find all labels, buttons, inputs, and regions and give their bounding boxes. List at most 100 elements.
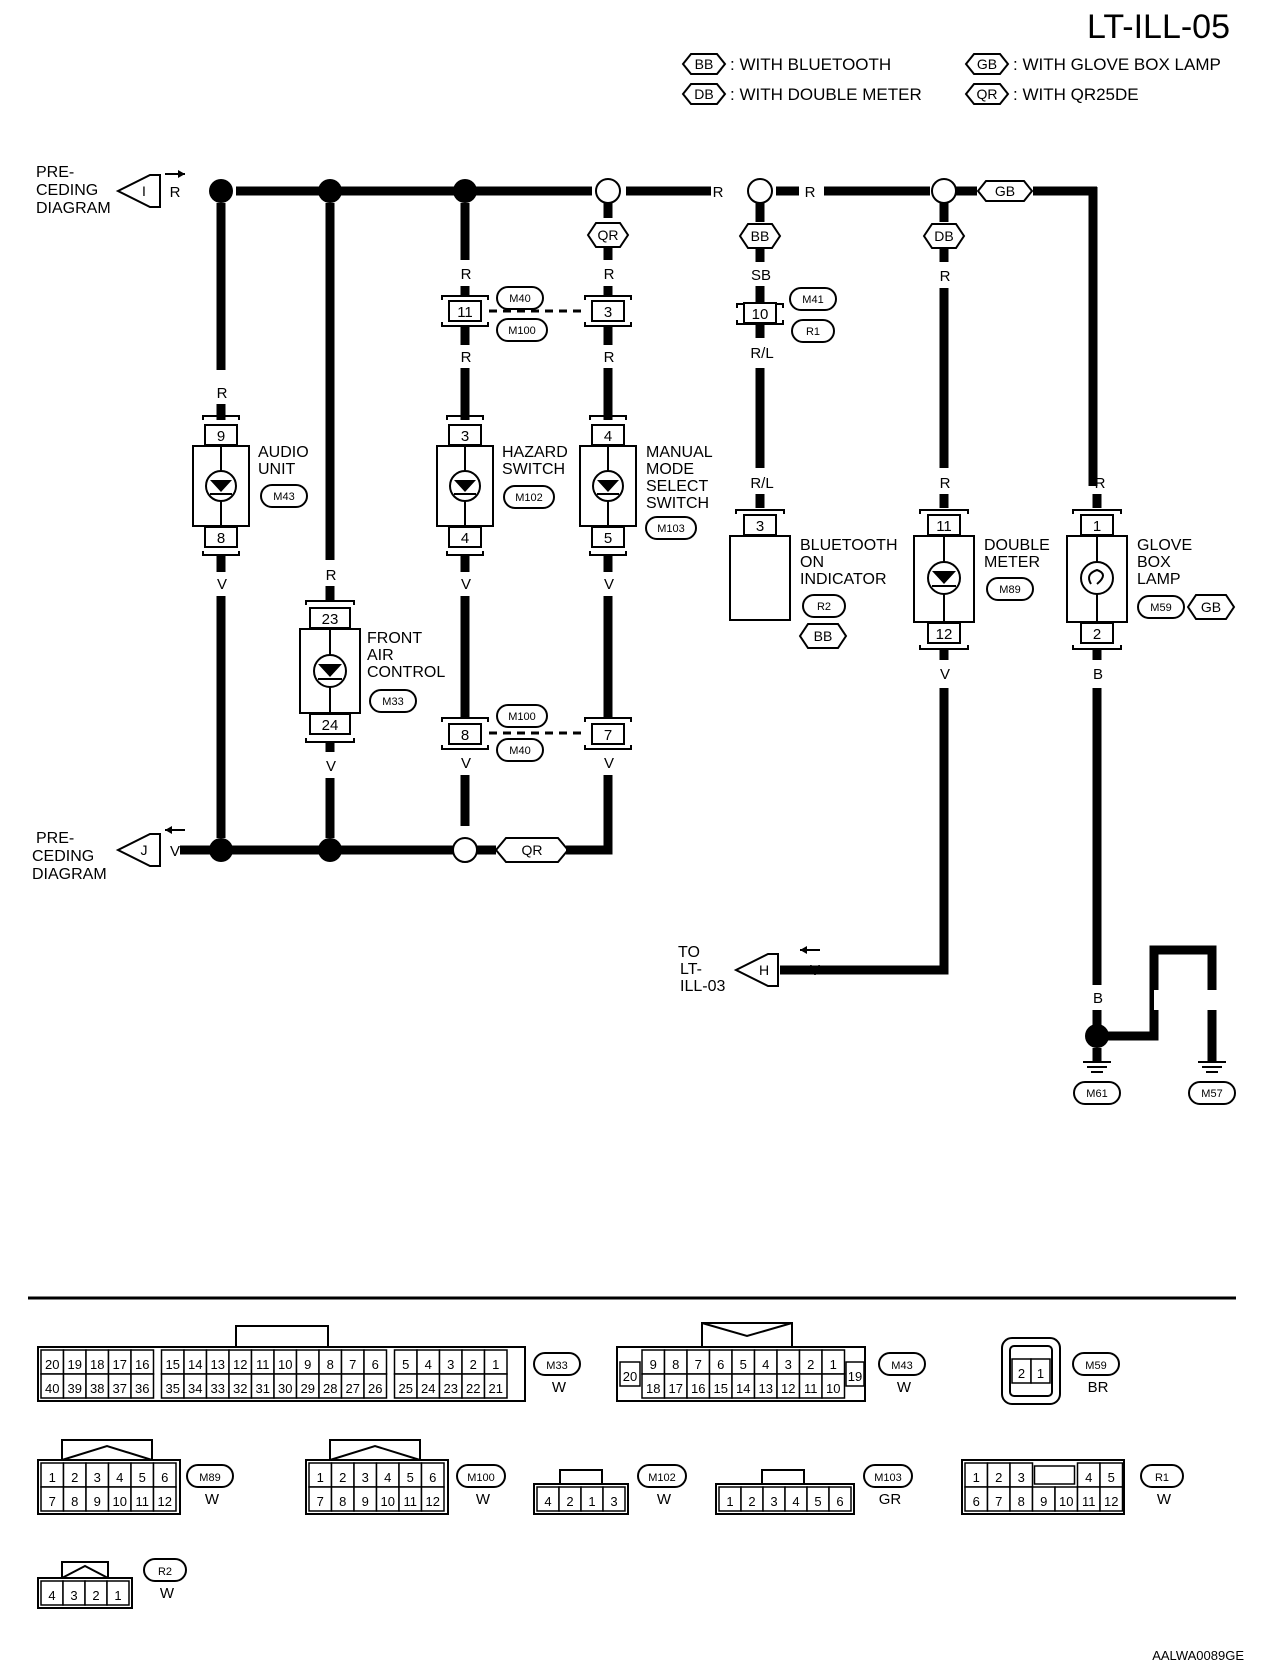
splice-ground bbox=[1085, 1024, 1109, 1048]
db-label-2: METER bbox=[984, 554, 1040, 571]
m100-r2-10-pin-label: 10 bbox=[381, 1494, 395, 1509]
upper-joint-conn-a: M40 bbox=[509, 293, 530, 305]
wire-v-audio: V bbox=[217, 576, 227, 593]
top-bus: R R R GB bbox=[165, 170, 1098, 486]
m59-b-pin-label: 1 bbox=[1037, 1366, 1044, 1381]
ground-m57: M57 bbox=[1201, 1088, 1222, 1100]
m43-left-pin-label: 20 bbox=[623, 1369, 637, 1384]
tag-bb-upper-label: BB bbox=[751, 228, 770, 244]
legend: BB : WITH BLUETOOTH DB : WITH DOUBLE MET… bbox=[681, 53, 1221, 105]
wire-v-air: V bbox=[326, 758, 336, 775]
manual-pin-top: 4 bbox=[604, 428, 612, 445]
offpage-i[interactable]: I PRE- CEDING DIAGRAM bbox=[36, 164, 161, 217]
m89-color: W bbox=[205, 1491, 220, 1508]
m43-r1-1-pin-label: 1 bbox=[830, 1357, 837, 1372]
tag-gb-bus-label: GB bbox=[995, 183, 1015, 199]
m33-r2-35-pin-label: 35 bbox=[166, 1381, 180, 1396]
m43-r2-17-pin-label: 17 bbox=[669, 1381, 683, 1396]
r1-r2-11-pin-label: 11 bbox=[1082, 1494, 1096, 1509]
offpage-h-line1: TO bbox=[678, 944, 700, 961]
splice-top-qr bbox=[595, 178, 621, 204]
m43-r2-10-cell bbox=[821, 1373, 846, 1399]
offpage-i-line1: PRE- bbox=[36, 164, 74, 181]
wire-sb-bt: SB bbox=[751, 267, 771, 284]
manual-connector: M103 bbox=[657, 523, 685, 535]
manual-label-3: SELECT bbox=[646, 478, 708, 495]
wire-b-gb: B bbox=[1093, 666, 1103, 683]
m102-3-pin-label: 3 bbox=[610, 1494, 617, 1509]
m89-r1-2-pin-label: 2 bbox=[71, 1470, 78, 1485]
m33-r1-13-pin-label: 13 bbox=[211, 1357, 225, 1372]
bt-pin: 3 bbox=[756, 518, 764, 535]
air-pin-bottom: 24 bbox=[322, 717, 339, 734]
m33-r1-17-pin-label: 17 bbox=[113, 1357, 127, 1372]
m33-r1-1-pin-label: 1 bbox=[492, 1357, 499, 1372]
m100-color: W bbox=[476, 1491, 491, 1508]
m100-r1-2-pin-label: 2 bbox=[339, 1470, 346, 1485]
wire-r-top-in: R bbox=[170, 184, 181, 201]
m100-r1-6-pin-label: 6 bbox=[429, 1470, 436, 1485]
m102-color: W bbox=[657, 1491, 672, 1508]
branch-hazard-switch: R 11 R 3 4 V 8 V HAZARD SWITCH M102 bbox=[436, 203, 568, 826]
legend-gb-text: : WITH GLOVE BOX LAMP bbox=[1013, 55, 1221, 74]
m43-r1-9-pin-label: 9 bbox=[650, 1357, 657, 1372]
r1-id: R1 bbox=[1155, 1472, 1169, 1484]
wire-b-ground-1: B bbox=[1093, 990, 1103, 1007]
m43-id: M43 bbox=[891, 1360, 912, 1372]
m43-color: W bbox=[897, 1379, 912, 1396]
m33-r2-29-pin-label: 29 bbox=[301, 1381, 315, 1396]
air-pin-top: 23 bbox=[322, 611, 339, 628]
branch-manual-mode-select-switch: QR R 3 R 4 5 V 7 V MANUAL MODE SELECT SW… bbox=[566, 203, 713, 855]
audio-pin-bottom: 8 bbox=[217, 530, 225, 547]
m33-r1-10-pin-label: 10 bbox=[278, 1357, 292, 1372]
m100-r2-12-cell bbox=[420, 1486, 445, 1512]
m33-r2-21-cell bbox=[483, 1373, 508, 1399]
hazard-label-1: HAZARD bbox=[502, 444, 568, 461]
wire-r-air: R bbox=[326, 567, 337, 584]
m33-r2-32-pin-label: 32 bbox=[233, 1381, 247, 1396]
legend-qr-text: : WITH QR25DE bbox=[1013, 85, 1139, 104]
m59-b-cell bbox=[1030, 1358, 1051, 1384]
r2-2-pin-label: 2 bbox=[92, 1588, 99, 1603]
wire-r-bus-1: R bbox=[713, 184, 724, 201]
m33-r1-5-pin-label: 5 bbox=[402, 1357, 409, 1372]
upper-joint-connector: M40 M100 bbox=[489, 286, 584, 342]
offpage-j[interactable]: J PRE- CEDING DIAGRAM bbox=[32, 830, 161, 883]
tag-db-upper bbox=[922, 223, 966, 249]
m33-color: W bbox=[552, 1379, 567, 1396]
wire-r-audio: R bbox=[217, 385, 228, 402]
m33-r2-25-pin-label: 25 bbox=[399, 1381, 413, 1396]
r2-1-pin-label: 1 bbox=[114, 1588, 121, 1603]
bt-connector: R2 bbox=[817, 601, 831, 613]
branch-glove-box-lamp: R 1 2 B GLOVE BOX LAMP M59 GB bbox=[1066, 475, 1236, 985]
m33-r1-14-pin-label: 14 bbox=[188, 1357, 202, 1372]
offpage-h[interactable]: H TO LT- ILL-03 bbox=[678, 944, 779, 995]
legend-qr: QR : WITH QR25DE bbox=[964, 83, 1139, 105]
m33-r1-3-pin-label: 3 bbox=[447, 1357, 454, 1372]
wire-v-manual-1: V bbox=[604, 576, 614, 593]
legend-db: DB : WITH DOUBLE METER bbox=[681, 83, 922, 105]
hazard-pin-bottom: 4 bbox=[461, 530, 469, 547]
wire-v-to-h: V bbox=[810, 962, 820, 979]
m100-r2-8-pin-label: 8 bbox=[339, 1494, 346, 1509]
m89-r1-1-pin-label: 1 bbox=[49, 1470, 56, 1485]
splice-top-db bbox=[931, 178, 957, 204]
m43-right-cell bbox=[845, 1361, 865, 1387]
r2-id: R2 bbox=[158, 1566, 172, 1578]
db-label-1: DOUBLE bbox=[984, 537, 1050, 554]
m33-r2-26-cell bbox=[363, 1373, 388, 1399]
m43-r2-18-pin-label: 18 bbox=[646, 1381, 660, 1396]
tag-db-upper-label: DB bbox=[934, 228, 953, 244]
m43-r2-15-pin-label: 15 bbox=[714, 1381, 728, 1396]
splice-bottom-qr bbox=[452, 837, 478, 863]
r2-1-cell bbox=[106, 1580, 130, 1606]
r1-r2-6-pin-label: 6 bbox=[973, 1494, 980, 1509]
m33-r2-26-pin-label: 26 bbox=[368, 1381, 382, 1396]
m89-r2-11-pin-label: 11 bbox=[136, 1494, 150, 1509]
upper-joint-pin-b: 3 bbox=[604, 304, 612, 321]
r1-r1-2-pin-label: 2 bbox=[995, 1470, 1002, 1485]
r1-r2-10-pin-label: 10 bbox=[1059, 1494, 1073, 1509]
m59-color: BR bbox=[1088, 1379, 1109, 1396]
